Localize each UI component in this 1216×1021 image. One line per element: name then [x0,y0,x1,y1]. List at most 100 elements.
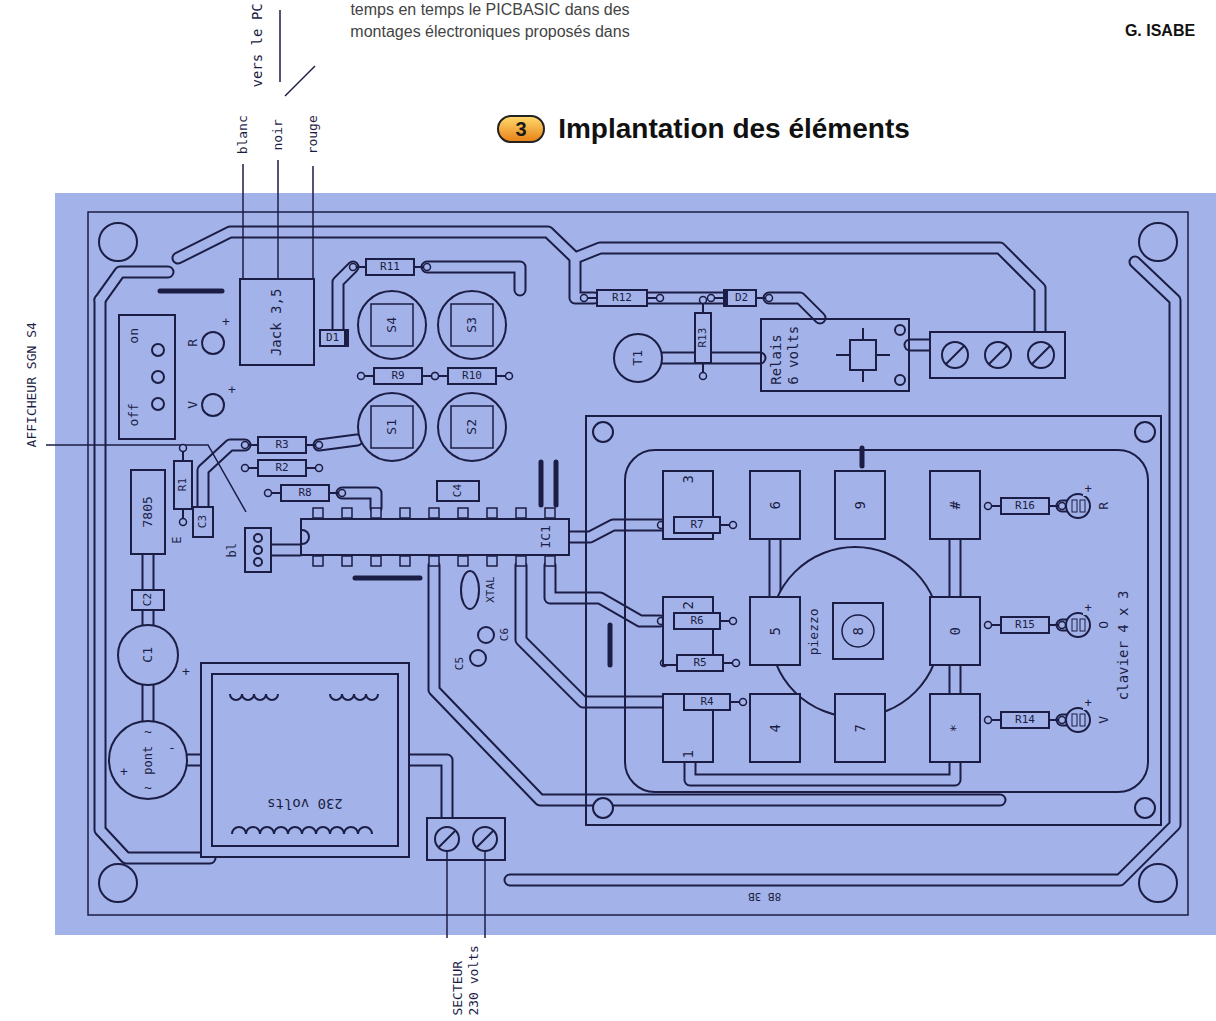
pcb-detail [539,462,544,505]
trace-outline [410,760,447,818]
key-button: 7 [834,693,886,763]
silkscreen-label: + [227,382,237,398]
silkscreen-label: E [171,535,185,544]
silkscreen-label: ~ [143,724,153,740]
solder-pad [432,373,439,380]
trace-outline [188,754,200,767]
pcb-detail [473,827,497,851]
ic-pin [429,556,439,566]
text-holder: - [167,740,177,756]
text-holder: temps en temps le PICBASIC dans des [351,1,630,20]
text-holder: O [1096,620,1112,630]
pcb-detail [245,528,271,572]
text-holder: vers le PC [249,3,266,87]
key-button: 0 [929,596,981,666]
pcb-detail [470,650,486,666]
silkscreen-label: V [185,400,201,410]
keypad-area: clavier 4 x 3369#piezzo8250147*R7R6R5R4R… [585,415,1162,826]
text-holder: S1 [384,419,400,435]
text-holder: R1 [177,479,190,492]
pcb-detail [1032,346,1050,364]
trace-outline [769,540,782,596]
text-holder: R15 [1015,619,1035,632]
pcb-detail [895,325,905,335]
trace-outline [271,544,300,557]
text-holder: C5 [454,657,467,672]
component-label: clavier 4 x 3 [1116,590,1133,700]
pcb-detail [593,798,613,818]
silkscreen-label: XTAL [483,576,496,605]
component-label: C3 [196,515,209,528]
trace-outline [142,611,155,624]
solder-pad [316,465,323,472]
text-holder: 4 [767,724,784,732]
text-holder: 2 [680,601,697,609]
trace-outline [949,666,962,693]
solder-pad [766,295,773,302]
text-holder: + [1084,601,1093,615]
trace-fill [690,763,955,780]
pcb-detail [930,332,1065,378]
text-holder: 8 [850,627,867,635]
diode-body: D1 [319,329,349,347]
component-label: C1 [140,647,156,663]
text-holder: + [227,382,237,398]
article-text: montages électroniques proposés dans [350,22,629,41]
ic-pin [371,556,381,566]
component-label: off [126,403,142,426]
resistor-body: R8 [280,484,330,502]
pcb-detail [862,328,864,340]
pcb-detail [312,166,314,278]
trace-fill [338,267,353,329]
text-holder: R9 [392,370,405,383]
silkscreen-label: + [1083,601,1092,615]
text-holder: C6 [499,628,512,643]
pcb-detail [99,223,137,261]
pcb-detail [989,346,1007,364]
ic-pin [371,508,381,518]
trace-fill [769,298,820,318]
solder-pad [242,465,249,472]
text-holder: 6 [767,501,784,509]
component-label: R14 [1015,713,1035,726]
pcb-detail [202,394,224,416]
pcb-detail [478,627,494,643]
diode-body: D2 [723,289,757,307]
mains-terminal [427,818,505,860]
component-label: 4 [767,724,784,732]
trace-outline [648,292,723,305]
resistor-body: R7 [673,516,721,534]
text-holder: + [221,314,231,330]
solder-pad [985,717,992,724]
keypad-holes [593,422,1155,818]
button-square [451,304,493,346]
text-holder: off [126,403,142,426]
text-holder: R12 [612,292,632,305]
trace-outline [100,272,168,300]
board-outline [88,212,1188,915]
pcb-detail [850,340,876,370]
ic-pin [313,508,323,518]
winding [232,827,372,834]
push-button: S2 [437,392,507,462]
text-holder: 9 [852,501,869,509]
transformer: 230 volts [200,662,410,858]
text-holder: 3 [680,475,697,483]
text-holder: R13 [697,328,710,348]
component-leads [180,264,1066,724]
key-button: # [929,470,981,540]
capacitor-body: C4 [436,480,480,502]
silkscreen-label: - [167,740,177,756]
pcb-detail [254,546,262,554]
ic-pin [313,556,323,566]
key-button: 8 [832,602,884,660]
solder-pad [708,295,715,302]
component-label: IC1 [538,525,554,548]
pcb-detail [477,831,493,847]
text-holder: S2 [464,419,480,435]
text-holder: R8 [299,487,312,500]
text-holder: 7805 [140,497,156,528]
component-label: 7805 [140,496,156,527]
text-holder: R11 [380,261,400,274]
text-holder: AFFICHEUR SGN S4 [24,323,40,448]
